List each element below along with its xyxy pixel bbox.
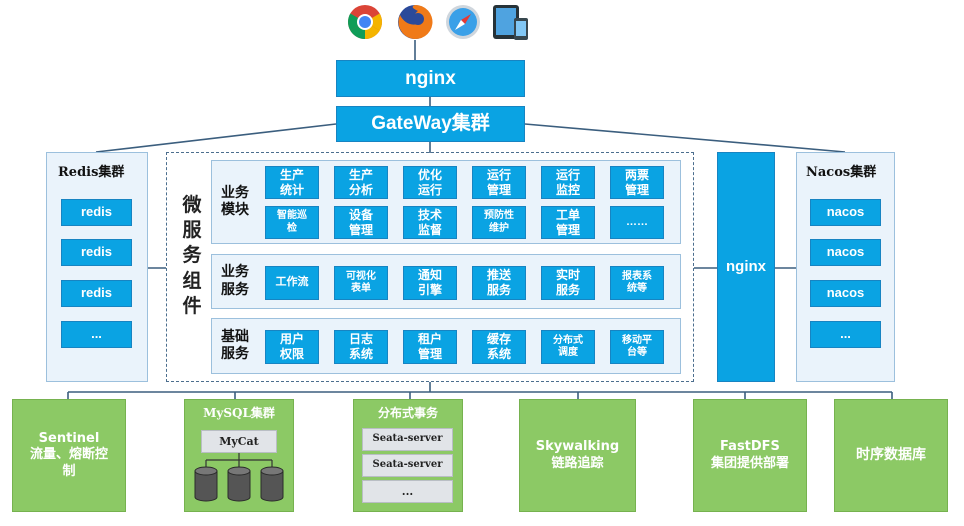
base-tenant-management: 租户 管理 xyxy=(403,330,457,364)
module-two-tickets: 两票 管理 xyxy=(610,166,664,199)
module-preventive-maintenance: 预防性 维护 xyxy=(472,206,526,239)
fastdfs-box: FastDFS 集团提供部署 xyxy=(693,399,807,512)
nacos-node: nacos xyxy=(810,280,881,307)
business-module-label: 业务 模块 xyxy=(221,184,249,219)
firefox-icon xyxy=(396,3,434,41)
mycat-box: MyCat xyxy=(201,430,277,453)
module-operation-management: 运行 管理 xyxy=(472,166,526,199)
nacos-cluster-title: Nacos集群 xyxy=(806,165,877,180)
nginx-box: nginx xyxy=(336,60,525,97)
service-realtime: 实时 服务 xyxy=(541,266,595,300)
mobile-devices-icon xyxy=(492,4,530,42)
time-series-database-box: 时序数据库 xyxy=(834,399,948,512)
mysql-cluster-title: MySQL集群 xyxy=(203,406,275,420)
module-smart-inspection: 智能巡 检 xyxy=(265,206,319,239)
business-service-label: 业务 服务 xyxy=(221,264,249,298)
seata-server-box: Seata-server xyxy=(362,454,453,477)
service-workflow: 工作流 xyxy=(265,266,319,300)
service-report-system: 报表系 统等 xyxy=(610,266,664,300)
gateway-cluster-box: GateWay集群 xyxy=(336,106,525,142)
base-mobile-platform: 移动平 台等 xyxy=(610,330,664,364)
redis-node: redis xyxy=(61,199,132,226)
database-icons xyxy=(194,453,284,502)
micro-service-label: 微 服 务 组 件 xyxy=(182,194,202,317)
module-production-analysis: 生产 分析 xyxy=(334,166,388,199)
right-nginx-box: nginx xyxy=(717,152,775,382)
base-user-permission: 用户 权限 xyxy=(265,330,319,364)
redis-node: redis xyxy=(61,239,132,266)
module-more: …… xyxy=(610,206,664,239)
gateway-to-redis-line xyxy=(95,123,337,153)
chrome-icon xyxy=(347,4,383,40)
gateway-to-nacos-line xyxy=(524,123,846,153)
module-technical-supervision: 技术 监督 xyxy=(403,206,457,239)
redis-cluster-title: Redis集群 xyxy=(58,165,125,180)
micro-service-container xyxy=(166,152,694,382)
nacos-node-more: ... xyxy=(810,321,881,348)
distributed-transaction-title: 分布式事务 xyxy=(377,406,438,420)
service-visual-form: 可视化 表单 xyxy=(334,266,388,300)
base-distributed-scheduling: 分布式 调度 xyxy=(541,330,595,364)
service-notification-engine: 通知 引擎 xyxy=(403,266,457,300)
module-optimized-operation: 优化 运行 xyxy=(403,166,457,199)
nacos-node: nacos xyxy=(810,199,881,226)
base-cache-system: 缓存 系统 xyxy=(472,330,526,364)
module-production-stats: 生产 统计 xyxy=(265,166,319,199)
sentinel-box: Sentinel 流量、熔断控 制 xyxy=(12,399,126,512)
safari-icon xyxy=(445,4,481,40)
base-service-label: 基础 服务 xyxy=(221,328,249,363)
redis-node: redis xyxy=(61,280,132,307)
base-log-system: 日志 系统 xyxy=(334,330,388,364)
module-equipment-management: 设备 管理 xyxy=(334,206,388,239)
skywalking-box: Skywalking 链路追踪 xyxy=(519,399,636,512)
redis-node-more: ... xyxy=(61,321,132,348)
module-work-order: 工单 管理 xyxy=(541,206,595,239)
service-push: 推送 服务 xyxy=(472,266,526,300)
seata-server-more: ... xyxy=(362,480,453,503)
seata-server-box: Seata-server xyxy=(362,428,453,451)
module-operation-monitoring: 运行 监控 xyxy=(541,166,595,199)
nacos-node: nacos xyxy=(810,239,881,266)
